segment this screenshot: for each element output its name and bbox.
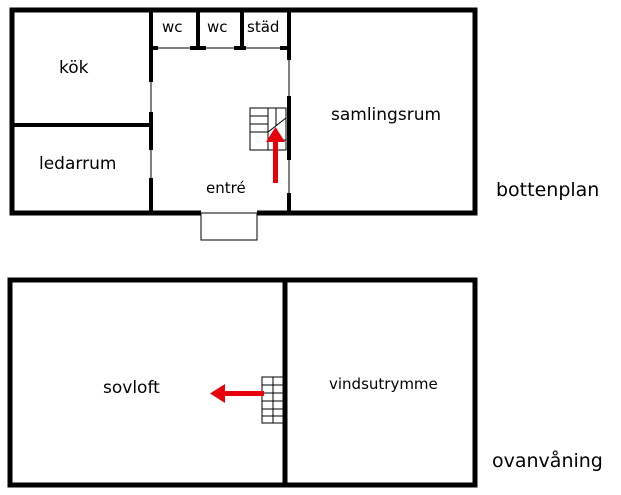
room-label-entrance: entré bbox=[206, 179, 246, 197]
stair-exit-arrow-icon bbox=[210, 384, 264, 403]
stair-up-arrow-icon bbox=[266, 127, 285, 183]
level-label-upper: ovanvåning bbox=[492, 449, 603, 472]
ground-floor: kök ledarrum wc wc städ samlingsrum entr… bbox=[9, 7, 478, 241]
room-label-kitchen: kök bbox=[59, 58, 89, 78]
room-label-wc-1: wc bbox=[162, 18, 183, 36]
staircase-ground-icon bbox=[249, 107, 287, 151]
room-label-cleaning: städ bbox=[247, 18, 279, 36]
upper-floor-outer-wall bbox=[7, 277, 478, 488]
room-label-attic-storage: vindsutrymme bbox=[329, 375, 438, 393]
staircase-upper-icon bbox=[261, 376, 286, 424]
room-label-leader-room: ledarrum bbox=[39, 154, 116, 174]
room-label-wc-2: wc bbox=[207, 18, 228, 36]
entrance-porch bbox=[200, 212, 258, 241]
room-label-sleeping-loft: sovloft bbox=[103, 378, 160, 398]
upper-floor: sovloft vindsutrymme bbox=[7, 277, 478, 488]
level-label-ground: bottenplan bbox=[496, 179, 599, 201]
room-label-assembly-hall: samlingsrum bbox=[331, 105, 441, 125]
